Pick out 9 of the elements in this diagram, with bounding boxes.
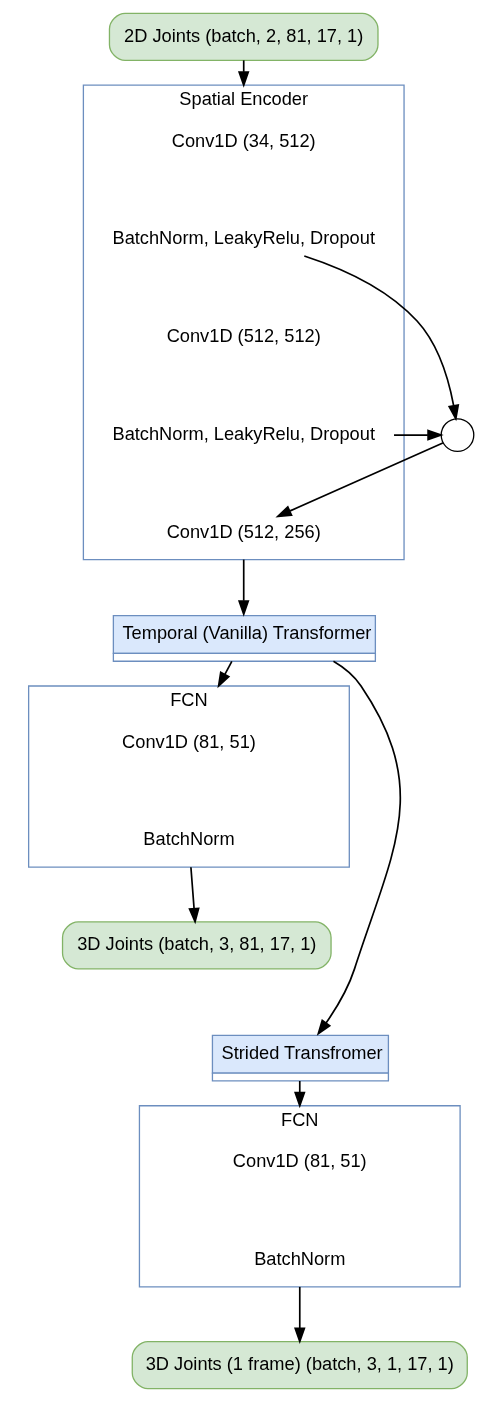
node-text: BatchNorm	[142, 828, 235, 850]
node-text: Conv1D (512, 256)	[166, 520, 321, 542]
node-text: BatchNorm, LeakyRelu, Dropout	[111, 422, 375, 444]
node-text: BatchNorm, LeakyRelu, Dropout	[111, 227, 375, 249]
node-text: BatchNorm	[253, 1248, 345, 1270]
node-text: Conv1D (81, 51)	[121, 730, 256, 752]
node-text: Conv1D (81, 51)	[232, 1150, 367, 1172]
node-text: Conv1D (34, 512)	[171, 129, 316, 151]
node-text: Conv1D (512, 512)	[166, 325, 321, 347]
